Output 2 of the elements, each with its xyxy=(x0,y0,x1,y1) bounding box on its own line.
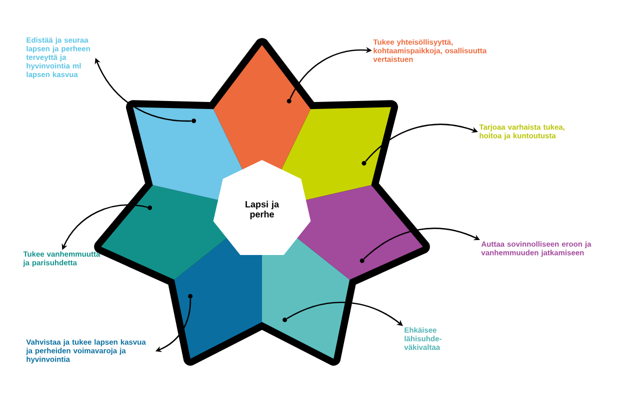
center-heptagon: Lapsi ja perhe xyxy=(213,160,311,256)
curved-arrow xyxy=(286,302,403,326)
